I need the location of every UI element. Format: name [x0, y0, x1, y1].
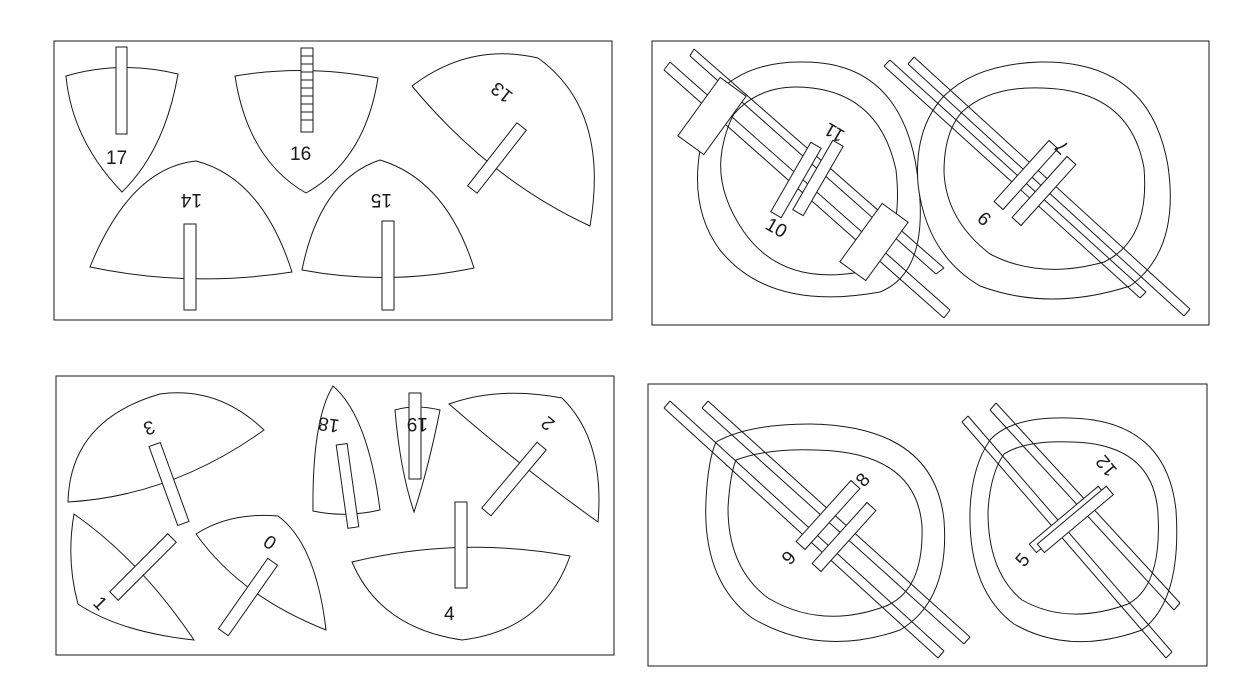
pocket-bl-strap-1 — [663, 400, 945, 659]
piece-3: 3 — [67, 392, 265, 527]
piece-2-bar — [481, 441, 547, 517]
panel-bottom-right: 8 9 12 5 — [647, 383, 1208, 667]
piece-17: 17 — [65, 46, 179, 193]
piece-10-bar — [770, 141, 822, 219]
piece-1: 1 — [70, 513, 196, 641]
pocket-bl-inner — [727, 449, 923, 617]
piece-3-shape — [67, 392, 265, 503]
piece-15-label: 15 — [371, 189, 392, 210]
pocket-bl: 8 9 — [663, 400, 971, 659]
panel-top-left: 17 16 13 — [53, 40, 613, 321]
panel-top-left-border — [53, 40, 613, 321]
piece-15: 15 — [301, 159, 475, 311]
piece-18-bar — [335, 443, 360, 529]
piece-13: 13 — [411, 53, 595, 227]
pocket-right: 7 6 — [883, 56, 1191, 317]
piece-4-label: 4 — [444, 604, 455, 625]
piece-19-label: 19 — [407, 413, 428, 434]
pocket-br-strap-1 — [961, 415, 1173, 659]
piece-16: 16 — [234, 47, 379, 194]
piece-8-bar — [811, 501, 877, 573]
pocket-bl-strap-2 — [701, 400, 971, 645]
pocket-left-tab-top — [677, 76, 747, 156]
piece-9-bar — [795, 479, 861, 551]
pocket-br-inner — [987, 441, 1159, 615]
piece-0: 0 — [195, 514, 327, 637]
piece-18: 18 — [312, 385, 381, 529]
panel-bottom-left: 3 18 19 2 1 0 — [55, 375, 615, 656]
pocket-right-outer — [917, 61, 1171, 300]
panel-bottom-left-border — [55, 375, 615, 656]
pocket-right-inner — [943, 87, 1146, 270]
piece-16-ruler-ticks — [301, 55, 313, 121]
piece-11-bar — [792, 139, 844, 217]
pocket-bl-outer — [705, 423, 946, 642]
piece-13-bar — [466, 122, 528, 194]
piece-4-bar — [454, 501, 468, 589]
piece-14-shape — [89, 160, 293, 280]
piece-14-label: 14 — [180, 189, 202, 210]
piece-12-bar — [1036, 485, 1115, 554]
piece-16-label: 16 — [290, 144, 311, 165]
piece-3-bar — [148, 441, 190, 527]
piece-19: 19 — [394, 392, 441, 514]
piece-6-bar — [993, 139, 1059, 211]
piece-18-label: 18 — [317, 412, 341, 436]
piece-7-bar — [1011, 155, 1077, 227]
piece-14-bar — [183, 223, 197, 311]
pocket-left-tab-bottom — [839, 202, 909, 282]
piece-17-bar — [115, 46, 128, 135]
piece-1-bar — [109, 533, 177, 601]
piece-4-shape — [351, 546, 571, 641]
piece-19-bar — [408, 392, 422, 480]
piece-2: 2 — [448, 392, 600, 523]
panel-top-right-border — [651, 40, 1210, 326]
pocket-br: 12 5 — [961, 402, 1181, 659]
panel-top-right: 11 10 7 6 — [651, 40, 1210, 326]
pocket-left: 11 10 — [663, 48, 951, 319]
piece-16-bar — [300, 47, 314, 133]
piece-15-bar — [381, 220, 395, 311]
piece-0-bar — [217, 557, 279, 637]
piece-17-label: 17 — [106, 148, 127, 169]
pocket-br-outer — [969, 417, 1178, 643]
panel-bottom-right-border — [647, 383, 1208, 667]
piece-4: 4 — [351, 501, 571, 641]
piece-14: 14 — [89, 160, 293, 311]
